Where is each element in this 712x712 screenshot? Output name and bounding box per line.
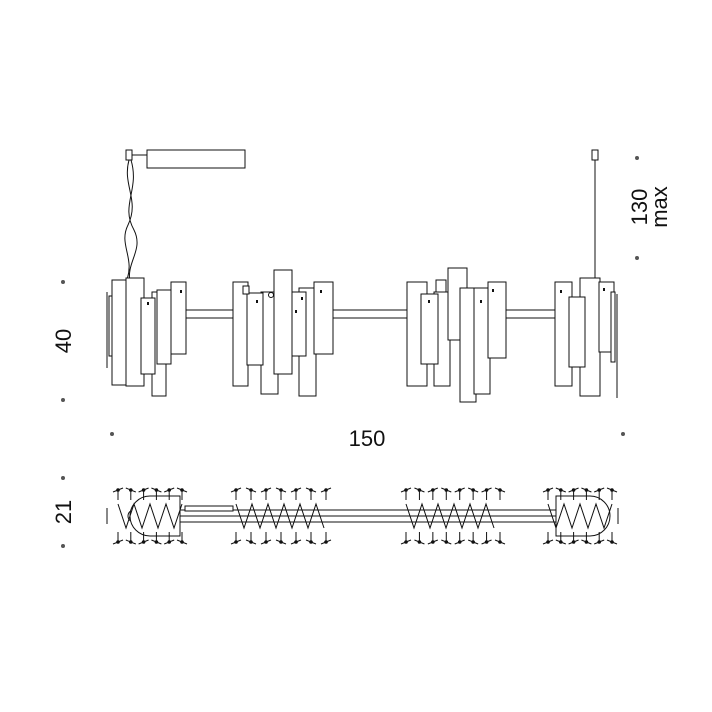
height-marker-bottom — [61, 398, 65, 402]
cable-marker-top — [635, 156, 639, 160]
plan-pin-dot — [180, 488, 184, 492]
plan-end-hub-left — [106, 495, 181, 537]
plan-pin-dot — [180, 540, 184, 544]
ceiling-canopy — [125, 149, 246, 169]
plan-pin-dot — [597, 488, 601, 492]
plan-pin-dot — [457, 488, 462, 492]
plan-pin-dot — [116, 540, 120, 544]
power-cable-left — [124, 159, 138, 283]
width-dimension-label: 150 — [349, 426, 386, 451]
plan-pin-dot — [167, 488, 171, 492]
plan-pin-dot — [294, 540, 298, 544]
cable-marker-bottom — [635, 256, 639, 260]
cable-length-suffix: max — [647, 186, 672, 228]
plan-pin-dot — [457, 540, 462, 544]
height-dimension-label: 40 — [51, 329, 76, 353]
plan-pin-dot — [294, 488, 298, 492]
plan-pin-dot — [444, 540, 449, 544]
plan-pin-dot — [471, 488, 475, 492]
plan-pin-dot — [610, 488, 614, 492]
plan-pin-dot — [571, 540, 576, 544]
cable-length-label: 130 — [627, 189, 652, 226]
width-marker-right — [621, 432, 625, 436]
plan-pin-dot — [484, 488, 489, 492]
plan-pin-dot — [234, 540, 238, 544]
plan-pin-dot — [431, 540, 435, 544]
plan-pin-dot — [324, 488, 328, 492]
plan-pin-dot — [571, 488, 576, 492]
plan-pin-dot — [559, 488, 563, 492]
plan-pin-dot — [404, 540, 408, 544]
plan-pin-dot — [154, 540, 159, 544]
plan-rib-line — [235, 502, 325, 530]
dimension-markers — [61, 156, 639, 548]
plan-rib-line — [405, 502, 495, 530]
plan-pin-dot — [129, 488, 133, 492]
plan-pin-dot — [309, 488, 313, 492]
plan-pin-dot — [431, 488, 435, 492]
panel-cluster-3 — [406, 267, 507, 403]
plan-end-hub-right — [555, 495, 619, 537]
height-marker-top — [61, 280, 65, 284]
depth-dimension-label: 21 — [51, 500, 76, 524]
plan-spine — [127, 505, 609, 523]
plan-pin-dot — [584, 540, 589, 544]
plan-pin-dot — [154, 488, 159, 492]
plan-pin-dot — [129, 540, 133, 544]
plan-pin-dot — [404, 488, 408, 492]
plan-pin-dot — [279, 540, 283, 544]
plan-pendant-ribs — [117, 502, 613, 530]
plan-pin-dot — [167, 540, 171, 544]
plan-pin-dot — [279, 488, 283, 492]
plan-pin-dot — [559, 540, 563, 544]
plan-pin-dot — [444, 488, 449, 492]
plan-pin-dot — [584, 488, 589, 492]
plan-pin-dot — [116, 488, 120, 492]
plan-pin-dot — [417, 540, 422, 544]
plan-pin-dot — [471, 540, 475, 544]
plan-pin-dot — [546, 488, 550, 492]
plan-pin-dot — [324, 540, 328, 544]
plan-pin-dot — [417, 488, 422, 492]
plan-pin-dot — [498, 488, 502, 492]
panel-cluster-2 — [232, 269, 334, 397]
plan-pin-dot — [249, 540, 253, 544]
plan-pin-dot — [309, 540, 313, 544]
plan-pin-dot — [264, 540, 268, 544]
plan-pin-dot — [264, 488, 268, 492]
plan-pin-dot — [249, 488, 253, 492]
plan-pin-dot — [546, 540, 550, 544]
plan-pin-dot — [498, 540, 502, 544]
plan-view — [106, 487, 619, 545]
depth-marker-bottom — [61, 544, 65, 548]
plan-pin-dot — [234, 488, 238, 492]
plan-pin-dot — [610, 540, 614, 544]
plan-pin-dot — [141, 540, 146, 544]
plan-panel-pins — [112, 487, 618, 545]
width-marker-left — [110, 432, 114, 436]
plan-pin-dot — [597, 540, 601, 544]
panel-cluster-4 — [554, 277, 618, 398]
plan-rib-line — [547, 502, 613, 530]
suspension-cable-right — [591, 149, 599, 283]
plan-pin-dot — [484, 540, 489, 544]
depth-marker-top — [61, 476, 65, 480]
panel-cluster-1 — [106, 277, 187, 397]
plan-rib-line — [117, 502, 183, 530]
plan-pin-dot — [141, 488, 146, 492]
front-elevation — [106, 149, 618, 403]
